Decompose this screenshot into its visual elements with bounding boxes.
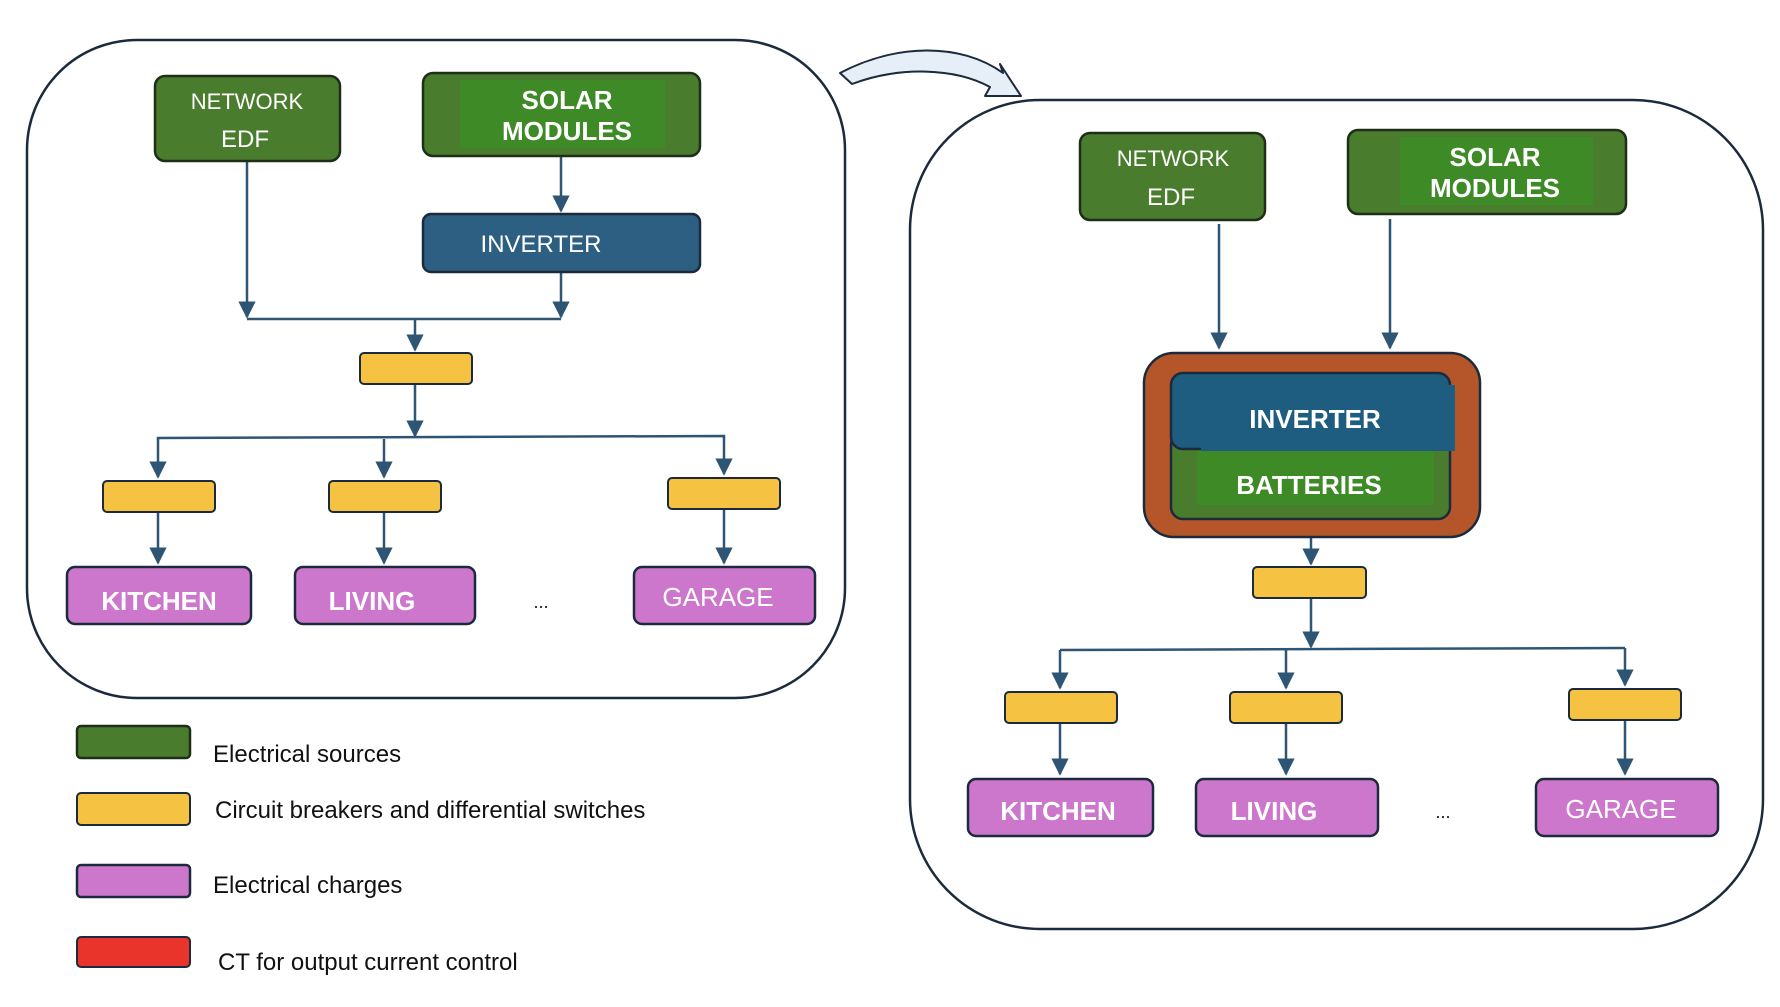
right-network-label-2: EDF xyxy=(1147,184,1195,211)
right-main-breaker xyxy=(1252,566,1367,599)
right-load-living-label: LIVING xyxy=(1231,796,1318,826)
right-distribution-line xyxy=(1059,646,1626,652)
legend-swatch-breakers xyxy=(76,792,191,826)
right-batteries-inner xyxy=(1197,450,1434,505)
right-solar-label-2: MODULES xyxy=(1430,173,1560,203)
right-ellipsis: ... xyxy=(1435,802,1450,822)
left-breaker-garage xyxy=(667,477,781,510)
legend-label-breakers: Circuit breakers and differential switch… xyxy=(215,797,645,824)
left-inverter-box xyxy=(421,212,702,274)
right-breaker-kitchen xyxy=(1004,691,1118,724)
left-network-label-2: EDF xyxy=(221,126,269,153)
right-inverter-inner xyxy=(1201,385,1455,451)
right-breaker-living xyxy=(1229,691,1343,724)
left-panel: NETWORK EDF SOLAR MODULES INVERTER KITCH… xyxy=(25,38,847,700)
left-load-kitchen-label: KITCHEN xyxy=(101,586,217,616)
legend-swatch-sources xyxy=(75,724,192,760)
left-breaker-living xyxy=(328,480,442,513)
legend: Electrical sources Circuit breakers and … xyxy=(75,724,645,976)
left-load-garage xyxy=(632,565,817,626)
left-solar-inner xyxy=(460,80,665,148)
right-load-garage-label: GARAGE xyxy=(1565,794,1676,824)
right-load-kitchen-label: KITCHEN xyxy=(1000,796,1116,826)
transition-arrow-icon xyxy=(839,49,1022,97)
legend-label-charges: Electrical charges xyxy=(213,872,402,899)
left-load-garage-label: GARAGE xyxy=(662,582,773,612)
right-load-garage xyxy=(1534,777,1720,838)
right-breaker-garage xyxy=(1568,688,1682,721)
left-network-box xyxy=(153,74,342,163)
left-breaker-kitchen xyxy=(102,480,216,513)
right-solar-label-1: SOLAR xyxy=(1450,142,1541,172)
right-load-living xyxy=(1194,777,1380,838)
left-inverter-label: INVERTER xyxy=(481,231,602,258)
right-network-label-1: NETWORK xyxy=(1117,146,1230,171)
left-solar-label-2: MODULES xyxy=(502,116,632,146)
left-load-living xyxy=(293,565,477,626)
legend-label-sources: Electrical sources xyxy=(213,741,401,768)
right-load-kitchen xyxy=(966,777,1155,838)
left-network-label-1: NETWORK xyxy=(191,89,304,114)
right-solar-inner xyxy=(1400,137,1593,205)
left-solar-label-1: SOLAR xyxy=(522,85,613,115)
left-load-living-label: LIVING xyxy=(329,586,416,616)
left-load-kitchen xyxy=(65,565,253,626)
left-ellipsis: ... xyxy=(533,592,548,612)
right-panel: NETWORK EDF SOLAR MODULES INVERTER BATTE… xyxy=(908,98,1765,931)
left-main-breaker xyxy=(359,352,473,385)
legend-label-ct: CT for output current control xyxy=(218,949,518,976)
legend-swatch-charges xyxy=(75,863,192,899)
legend-swatch-ct xyxy=(76,936,191,968)
right-inverter-label: INVERTER xyxy=(1249,404,1381,434)
right-batteries-label: BATTERIES xyxy=(1236,470,1381,500)
right-network-box xyxy=(1078,131,1267,222)
